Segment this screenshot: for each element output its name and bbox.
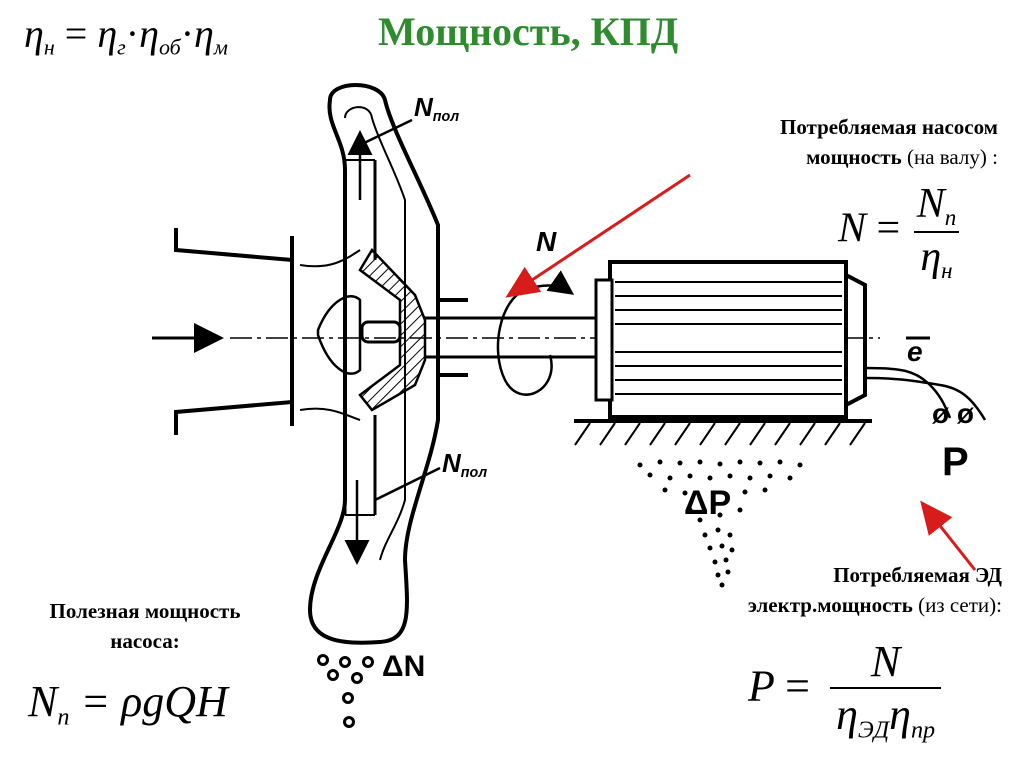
electric-power-caption-normal: (из сети): (918, 593, 1002, 617)
motor-end-plate (594, 278, 614, 402)
useful-power-caption: Полезная мощность насоса: (14, 596, 276, 656)
pump-volute (307, 83, 440, 645)
page-title: Мощность, КПД (378, 9, 679, 54)
shaft-power-eq: = (876, 205, 901, 252)
n-pol-top-n: N (414, 92, 433, 122)
delta-p-label: ΔP (684, 484, 732, 522)
electric-power-den1-sub: ЭД (857, 716, 890, 744)
equals-sign: = (64, 11, 88, 56)
impeller-hub (316, 295, 362, 375)
shaft (425, 316, 600, 359)
shaft-power-numerator: Nп (911, 180, 963, 231)
shaft-power-den-sub: н (941, 257, 953, 284)
efficiency-formula: ηн = ηг·ηоб·ηм (24, 10, 228, 61)
power-cable (865, 366, 987, 421)
shaft-power-num-sub: п (944, 204, 957, 231)
impeller-hatch (358, 247, 427, 412)
shaft-key (360, 320, 402, 344)
useful-power-rhs: = ρgQH (80, 677, 228, 726)
electric-power-pointer (920, 500, 977, 571)
e-label: e (907, 336, 923, 367)
delta-n-label: ΔN (382, 650, 426, 683)
useful-power-lhs: N (28, 677, 58, 726)
n-pol-bottom-sub: пол (460, 465, 488, 481)
electric-power-fraction: N ηЭДηпр (821, 636, 950, 744)
n-pol-top-label: Nпол (414, 92, 459, 125)
motor-body (608, 260, 848, 419)
electric-power-eq: = (785, 661, 810, 711)
electric-power-caption-bold: электр.мощность (747, 593, 913, 617)
n-pol-top-sub: пол (432, 109, 460, 125)
shaft-power-pointer (505, 173, 691, 298)
useful-power-caption-line2: насоса: (110, 629, 180, 653)
phase-symbols: ø ø (932, 398, 974, 429)
eta-n: η (24, 11, 44, 56)
electric-power-den2-sub: пр (910, 716, 936, 744)
dot-2: · (180, 11, 195, 56)
shaft-power-caption-bold: мощность (806, 145, 902, 169)
suction-inlet (174, 228, 294, 435)
eta-ob-sub: об (158, 34, 181, 60)
shaft-power-caption-normal: (на валу) : (906, 145, 998, 169)
useful-power-caption-line1: Полезная мощность (49, 599, 241, 623)
electric-power-formula: P = N ηЭДηпр (748, 636, 950, 744)
shaft-n-label: N (536, 226, 557, 257)
eta-ob: η (139, 11, 159, 56)
useful-power-lhs-sub: п (57, 703, 70, 731)
dot-1: · (125, 11, 140, 56)
eta-n-sub: н (43, 34, 55, 60)
electric-power-num: N (870, 637, 901, 686)
pump-volute-inner (344, 106, 406, 561)
electric-power-caption-line2: электр.мощность (из сети): (748, 590, 1002, 620)
motor-fins (615, 281, 842, 395)
heat-loss-dots (637, 459, 803, 588)
shaft-power-caption-line2: мощность (на валу) : (780, 142, 998, 172)
eta-m-sub: м (213, 34, 228, 60)
electric-power-den2: η (889, 690, 911, 739)
n-pol-bottom-n: N (442, 448, 461, 478)
p-label: P (942, 440, 969, 484)
rotation-arrow (496, 270, 575, 396)
shaft-power-fraction: Nп ηн (911, 180, 963, 284)
electric-power-lhs: P (748, 661, 775, 711)
shaft-power-lhs: N (838, 205, 867, 252)
shaft-power-caption: Потребляемая насосом мощность (на валу) … (780, 112, 998, 172)
electric-power-den1: η (836, 690, 858, 739)
ground-hatching (574, 422, 866, 446)
electric-power-numerator: N (821, 636, 950, 687)
shaft-power-den: η (920, 234, 942, 281)
pump-loss-bubbles (317, 654, 374, 728)
eta-m: η (194, 11, 214, 56)
useful-power-formula: Nп = ρgQH (28, 676, 228, 731)
eta-g-sub: г (117, 34, 126, 60)
shaft-power-num: N (916, 181, 945, 227)
shaft-power-formula: N = Nп ηн (838, 180, 962, 284)
shaft-power-caption-line1: Потребляемая насосом (780, 115, 998, 139)
eta-g: η (97, 11, 118, 56)
shaft-power-denominator: ηн (914, 231, 959, 284)
electric-power-denominator: ηЭДηпр (830, 687, 942, 744)
n-pol-bottom-label: Nпол (442, 448, 487, 481)
